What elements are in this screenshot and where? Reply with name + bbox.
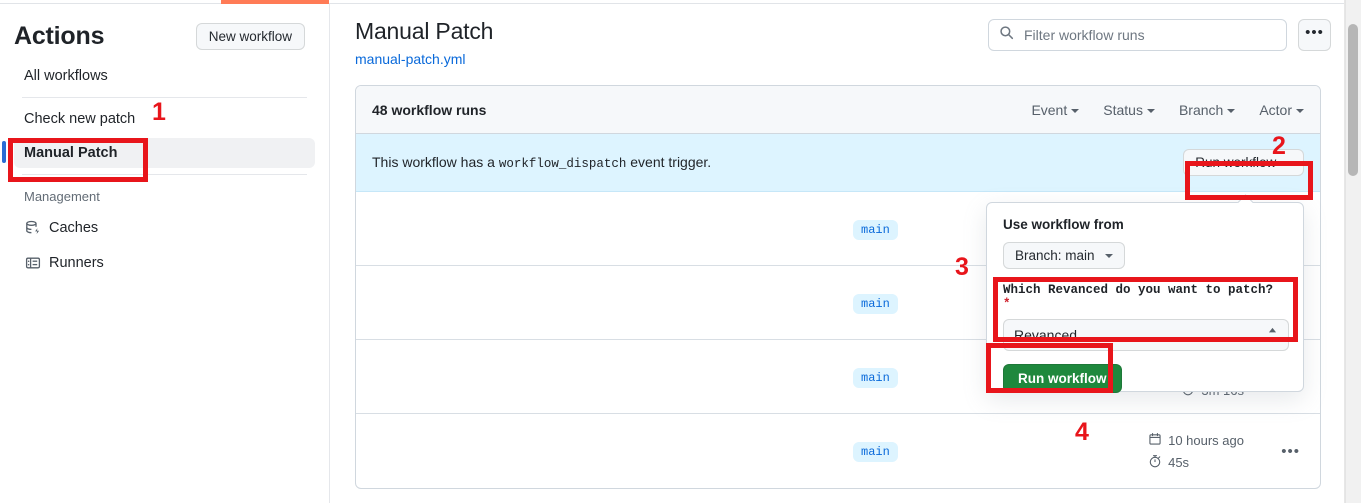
- top-progress-bar: [221, 0, 329, 4]
- run-workflow-button-label: Run workflow: [1195, 155, 1277, 170]
- branch-badge: main: [853, 293, 898, 314]
- workflow-input-select-value: Revanced: [1014, 327, 1078, 343]
- workflow-input-label-text: Which Revanced do you want to patch?: [1003, 283, 1274, 297]
- sidebar-section-management: Management: [24, 189, 100, 204]
- row-duration: 45s: [1148, 454, 1189, 471]
- sidebar-item-caches[interactable]: Caches: [14, 212, 315, 243]
- sidebar-item-manual-patch[interactable]: Manual Patch: [2, 138, 315, 168]
- table-header: 48 workflow runs Event Status Branch Act…: [356, 86, 1320, 134]
- sidebar-divider-2: [22, 174, 307, 175]
- branch-badge: main: [853, 219, 898, 240]
- search-box[interactable]: [988, 19, 1287, 51]
- filter-label: Event: [1031, 101, 1068, 118]
- cache-icon: [24, 219, 41, 236]
- filter-actor[interactable]: Actor: [1259, 102, 1304, 118]
- search-input[interactable]: [1022, 26, 1276, 44]
- run-workflow-submit-button[interactable]: Run workflow: [1003, 364, 1122, 393]
- row-branch: main: [853, 367, 898, 388]
- branch-select-button[interactable]: Branch: main: [1003, 242, 1125, 269]
- required-marker: *: [1003, 297, 1011, 311]
- sidebar-item-label: Check new patch: [24, 111, 136, 127]
- sidebar-item-check-new-patch[interactable]: Check new patch: [14, 104, 315, 134]
- branch-badge: main: [853, 442, 898, 462]
- calendar-icon: [1148, 432, 1162, 449]
- sidebar-item-label: Runners: [49, 254, 104, 271]
- dispatch-message: This workflow has a workflow_dispatch ev…: [372, 154, 711, 171]
- page-title-actions: Actions: [14, 22, 105, 50]
- sidebar-list: All workflows Check new patch Manual Pat…: [0, 61, 329, 278]
- table-filters: Event Status Branch Actor: [1031, 102, 1304, 118]
- table-row[interactable]: main 10 hours ago: [356, 414, 1320, 488]
- scrollbar-thumb[interactable]: [1348, 24, 1358, 176]
- table-row[interactable]: main: [356, 192, 1320, 266]
- filter-label: Branch: [1178, 101, 1224, 118]
- search-icon: [999, 25, 1014, 45]
- row-branch: main: [853, 293, 898, 314]
- row-date: 10 hours ago: [1148, 432, 1244, 449]
- dispatch-event-code: workflow_dispatch: [498, 157, 627, 171]
- run-workflow-panel: Use workflow from Branch: main Which Rev…: [986, 202, 1304, 393]
- updown-chevron-icon: [1267, 327, 1278, 343]
- actions-sidebar: Actions New workflow All workflows Check…: [0, 4, 330, 503]
- row-duration-text: 45s: [1168, 454, 1190, 470]
- filter-branch[interactable]: Branch: [1178, 101, 1236, 118]
- sidebar-item-label: Manual Patch: [24, 145, 118, 161]
- runs-count: 48 workflow runs: [372, 101, 487, 118]
- filter-status[interactable]: Status: [1103, 102, 1155, 118]
- workflow-runs-table: 48 workflow runs Event Status Branch Act…: [355, 85, 1321, 489]
- more-options-button[interactable]: •••: [1298, 19, 1331, 51]
- row-date-text: 10 hours ago: [1168, 432, 1244, 448]
- row-branch: main: [853, 442, 898, 462]
- table-row[interactable]: main: [356, 266, 1320, 340]
- workflow-dispatch-banner: This workflow has a workflow_dispatch ev…: [356, 134, 1320, 192]
- filter-label: Actor: [1259, 101, 1292, 118]
- chevron-down-icon: [1284, 161, 1292, 166]
- sidebar-divider: [22, 97, 307, 98]
- row-more-options-button[interactable]: •••: [1281, 442, 1300, 460]
- chevron-down-icon: [1146, 108, 1155, 113]
- filter-label: Status: [1103, 101, 1143, 118]
- sidebar-item-label: Caches: [49, 219, 99, 236]
- row-branch: main: [853, 219, 898, 240]
- chevron-down-icon: [1104, 253, 1113, 258]
- scrollbar-track[interactable]: [1345, 0, 1361, 503]
- page-edge: [1344, 0, 1345, 503]
- filter-event[interactable]: Event: [1031, 101, 1080, 118]
- workflow-input-select[interactable]: Revanced: [1003, 319, 1289, 351]
- main-header: Manual Patch manual-patch.yml •••: [331, 4, 1345, 67]
- dispatch-text-after: event trigger.: [630, 154, 712, 170]
- sidebar-item-all-workflows[interactable]: All workflows: [14, 61, 315, 91]
- row-meta: 10 hours ago 45s: [1148, 432, 1244, 471]
- runners-icon: [24, 254, 41, 271]
- top-divider: [0, 3, 1345, 4]
- workflow-file-link[interactable]: manual-patch.yml: [355, 51, 466, 67]
- sidebar-header: Actions New workflow: [0, 4, 329, 57]
- branch-badge: main: [853, 367, 898, 388]
- new-workflow-button[interactable]: New workflow: [195, 23, 305, 50]
- sidebar-item-label: All workflows: [24, 68, 108, 84]
- branch-select-label: Branch: main: [1015, 248, 1095, 263]
- workflow-title: Manual Patch: [355, 18, 494, 44]
- chevron-down-icon: [1071, 108, 1080, 113]
- panel-arrow: [1237, 194, 1253, 203]
- stopwatch-icon: [1148, 454, 1162, 471]
- chevron-down-icon: [1227, 108, 1236, 113]
- sidebar-item-runners[interactable]: Runners: [14, 247, 315, 278]
- chevron-down-icon: [1296, 108, 1304, 113]
- run-workflow-dropdown-button[interactable]: Run workflow: [1183, 149, 1304, 176]
- use-workflow-from-label: Use workflow from: [1003, 217, 1124, 232]
- dispatch-text-before: This workflow has a: [372, 154, 495, 170]
- workflow-input-label: Which Revanced do you want to patch? *: [1003, 283, 1287, 311]
